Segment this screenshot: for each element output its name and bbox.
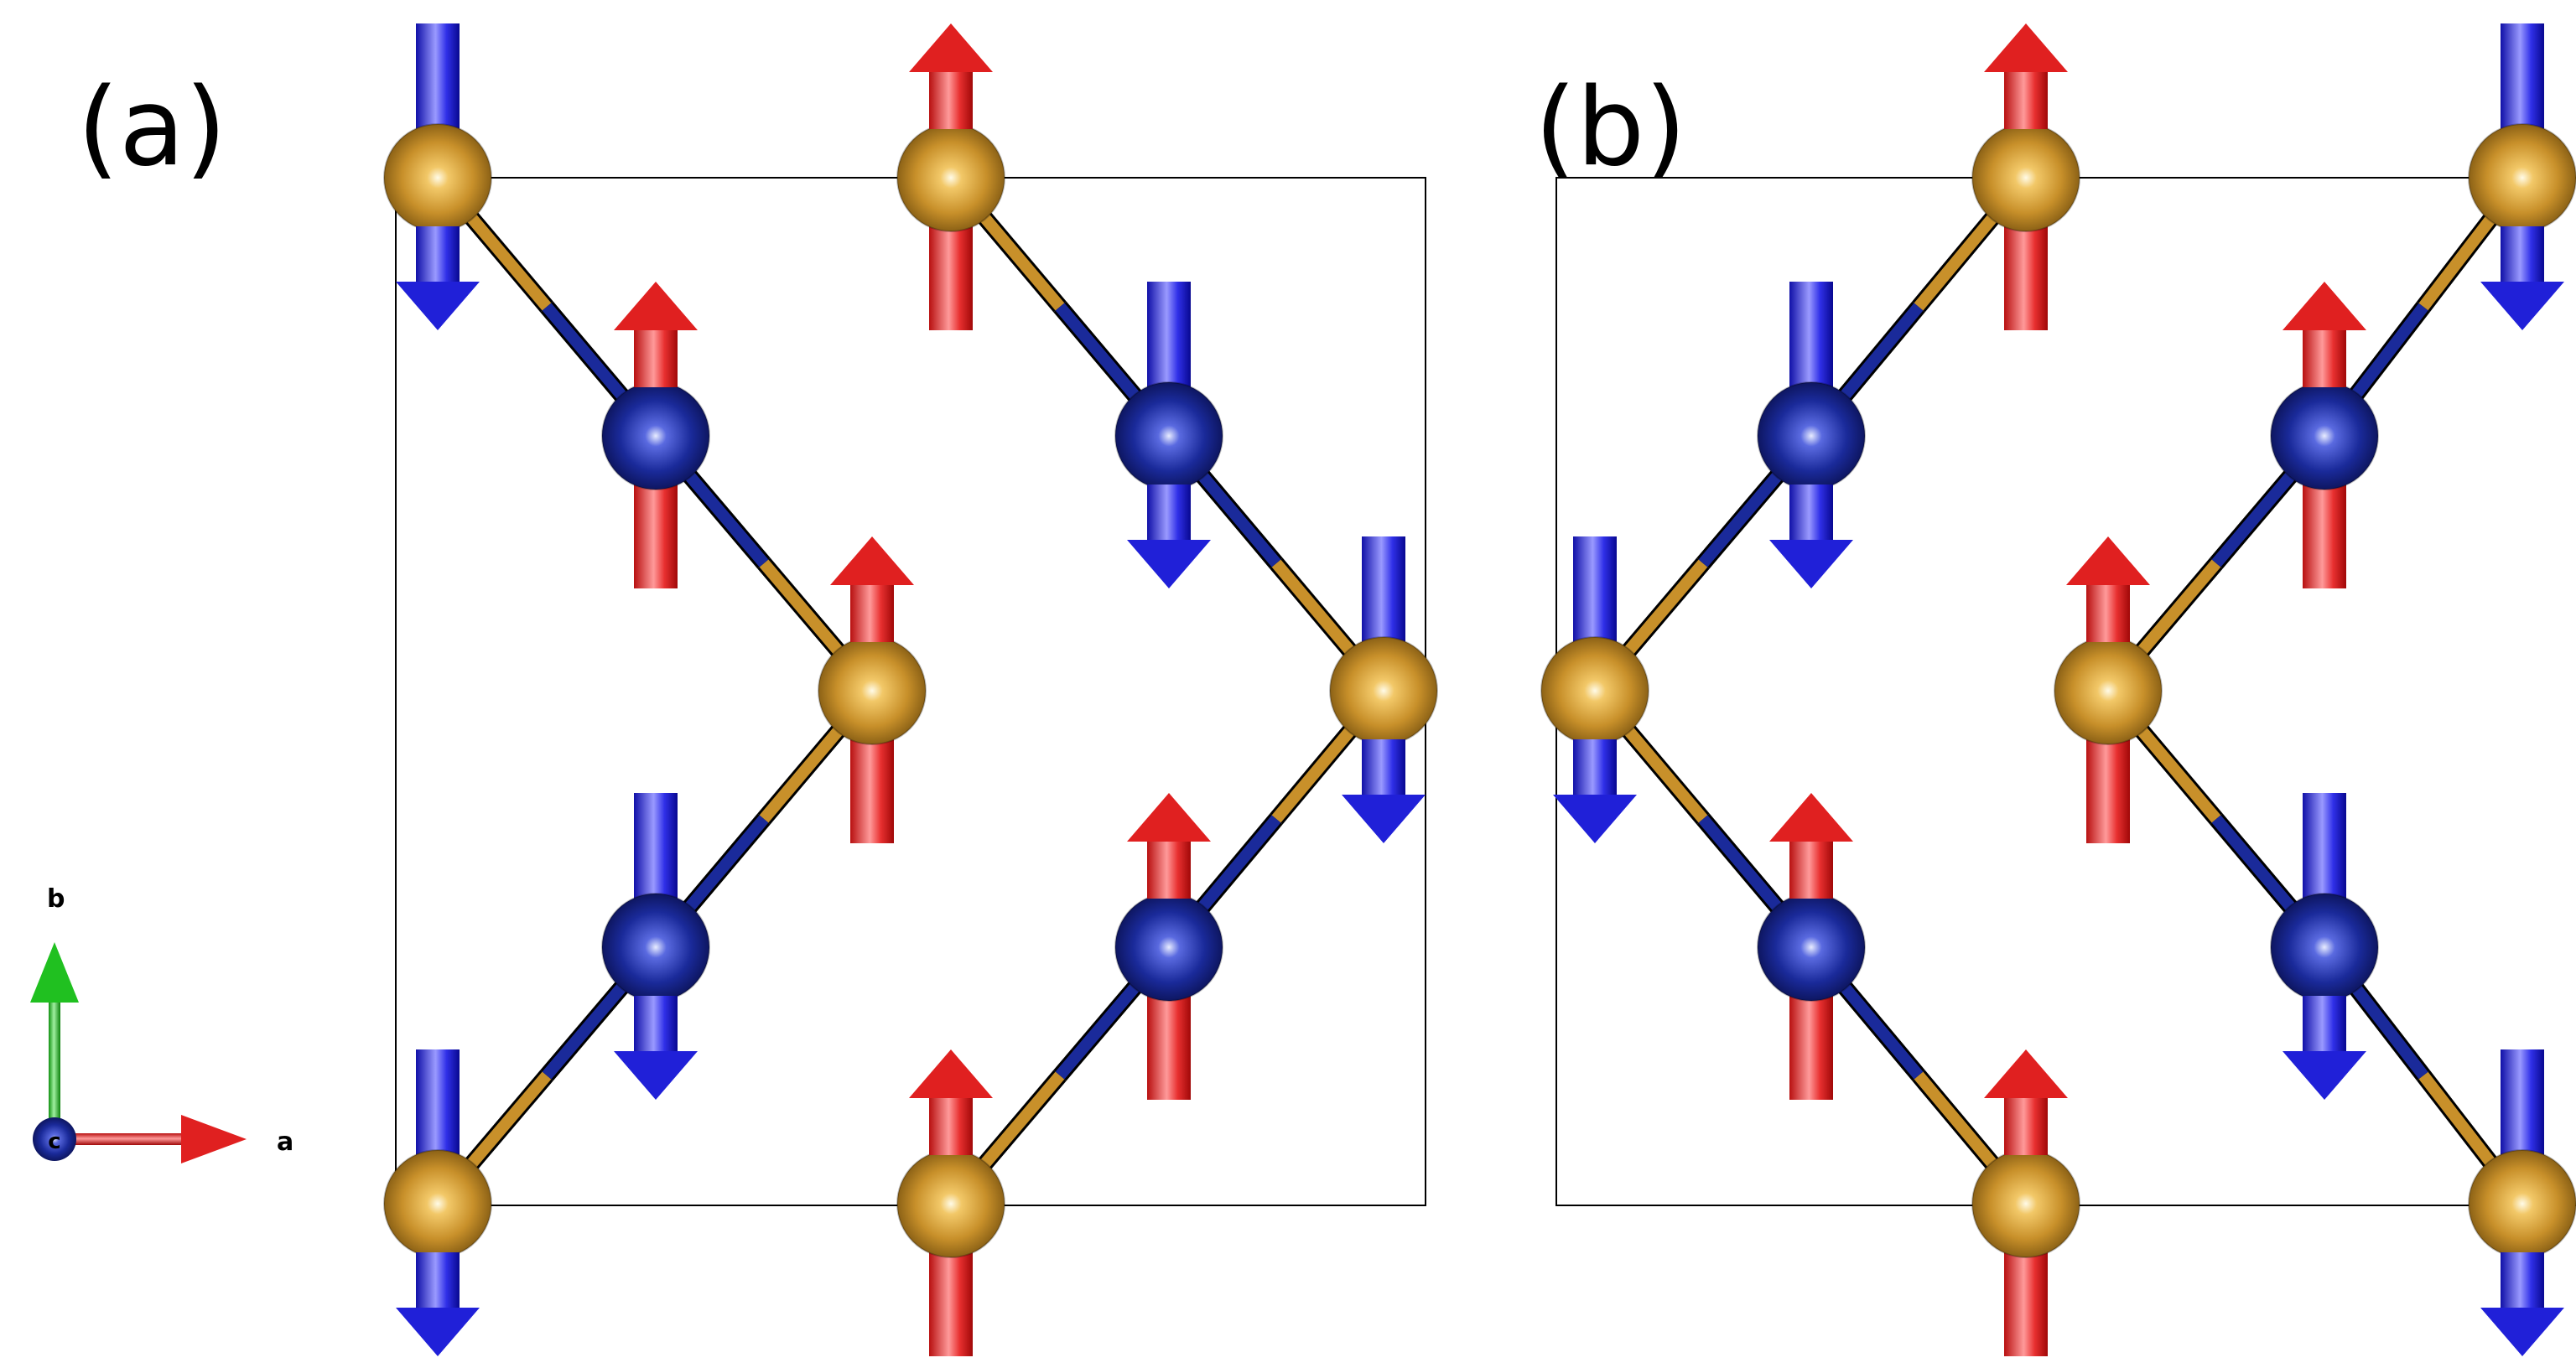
panel-b-label: (b) xyxy=(1535,65,1686,190)
spin-down-arrow xyxy=(1769,484,1853,588)
gold-atom xyxy=(383,1149,492,1258)
atoms xyxy=(383,123,2576,1258)
gold-atom xyxy=(1329,636,1438,745)
gold-atom xyxy=(2054,636,2163,745)
arrows-front xyxy=(396,23,2564,1356)
spin-down-arrow xyxy=(1553,739,1637,843)
gold-atom xyxy=(818,636,927,745)
spin-down-arrow xyxy=(2480,1252,2564,1356)
spin-up-arrow xyxy=(909,23,993,129)
gold-atom xyxy=(383,123,492,232)
spin-up-arrow xyxy=(614,282,698,387)
gold-atom xyxy=(896,123,1005,232)
b-axis-label: b xyxy=(47,884,65,914)
spin-down-arrow xyxy=(2480,226,2564,330)
spin-up-arrow xyxy=(1769,793,1853,899)
gold-atom xyxy=(1971,123,2080,232)
gold-atom xyxy=(2468,1149,2576,1258)
gold-atom xyxy=(2468,123,2576,232)
spin-down-arrow xyxy=(396,1252,480,1356)
spin-up-arrow xyxy=(1984,23,2068,129)
spin-down-arrow xyxy=(614,996,698,1100)
axis-triad: c b a xyxy=(30,884,293,1163)
spin-up-arrow xyxy=(2283,282,2366,387)
a-axis-label: a xyxy=(277,1127,293,1157)
spin-up-arrow xyxy=(830,536,914,642)
blue-atom xyxy=(2270,893,2379,1002)
a-axis-arrow xyxy=(60,1115,247,1163)
b-axis-arrow xyxy=(30,942,79,1123)
gold-atom xyxy=(896,1149,1005,1258)
spin-up-arrow xyxy=(909,1049,993,1155)
gold-atom xyxy=(1971,1149,2080,1258)
gold-atom xyxy=(1540,636,1649,745)
blue-atom xyxy=(1114,381,1223,490)
panel-a-label: (a) xyxy=(77,65,226,190)
spin-up-arrow xyxy=(1127,793,1211,899)
spin-down-arrow xyxy=(2283,996,2366,1100)
blue-atom xyxy=(601,893,710,1002)
spin-up-arrow xyxy=(1984,1049,2068,1155)
spin-up-arrow xyxy=(2066,536,2150,642)
spin-down-arrow xyxy=(396,226,480,330)
blue-atom xyxy=(2270,381,2379,490)
c-axis-label: c xyxy=(48,1129,60,1154)
spin-down-arrow xyxy=(1342,739,1426,843)
unit-cells xyxy=(395,177,2576,1206)
blue-atom xyxy=(1114,893,1223,1002)
blue-atom xyxy=(1757,893,1866,1002)
arrows-behind xyxy=(416,23,2544,1356)
c-axis-marker: c xyxy=(33,1117,76,1161)
bonds xyxy=(431,172,2529,1210)
spin-down-arrow xyxy=(1127,484,1211,588)
blue-atom xyxy=(601,381,710,490)
blue-atom xyxy=(1757,381,1866,490)
